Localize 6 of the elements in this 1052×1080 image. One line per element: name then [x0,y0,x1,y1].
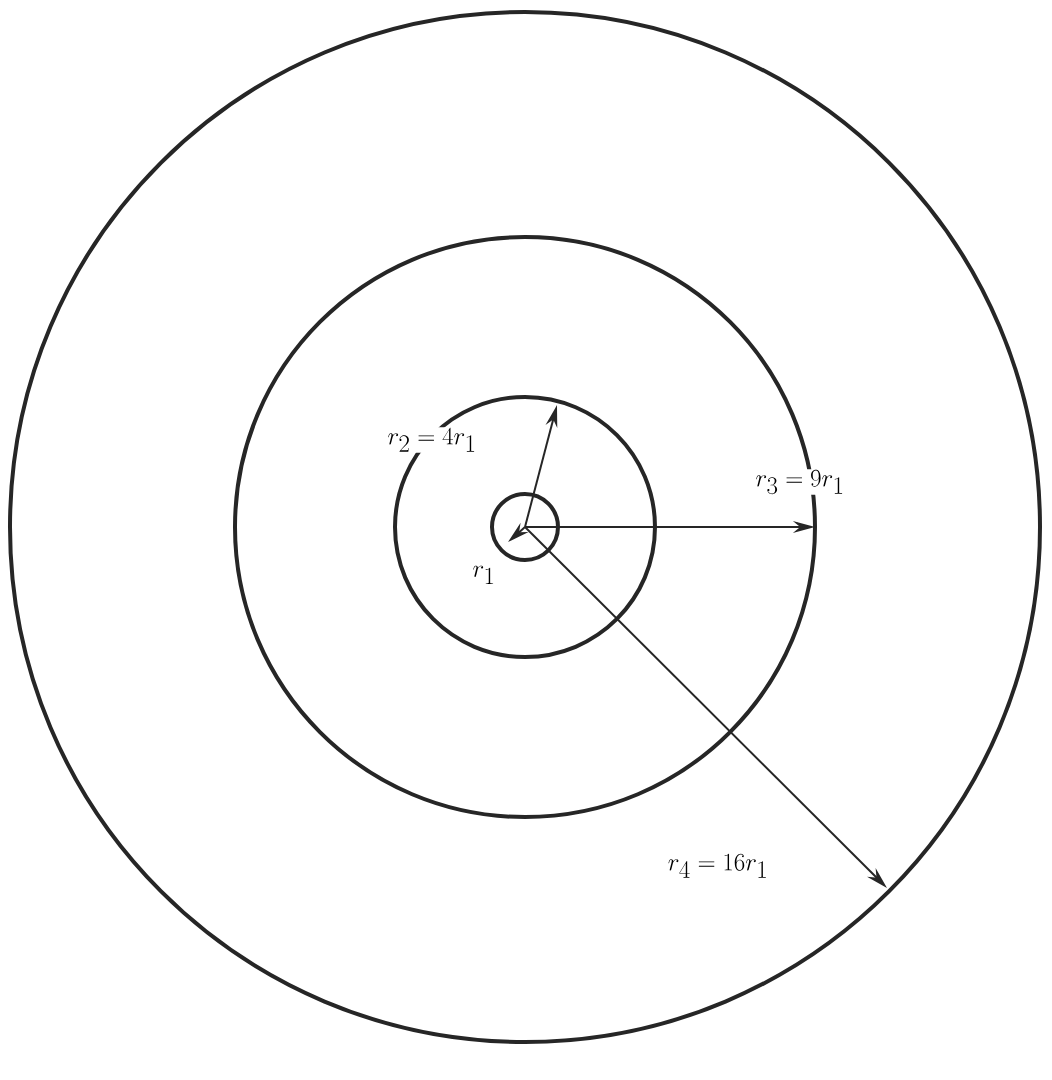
radius-label: $r_2 = 4r_1$ [386,427,478,453]
radius-label: $r_4 = 16r_1$ [666,853,770,879]
orbit-circle [8,10,1042,1044]
radius-label: $r_1$ [471,564,497,586]
orbit-circle [490,492,560,562]
radius-label: $r_3 = 9r_1$ [754,469,846,495]
